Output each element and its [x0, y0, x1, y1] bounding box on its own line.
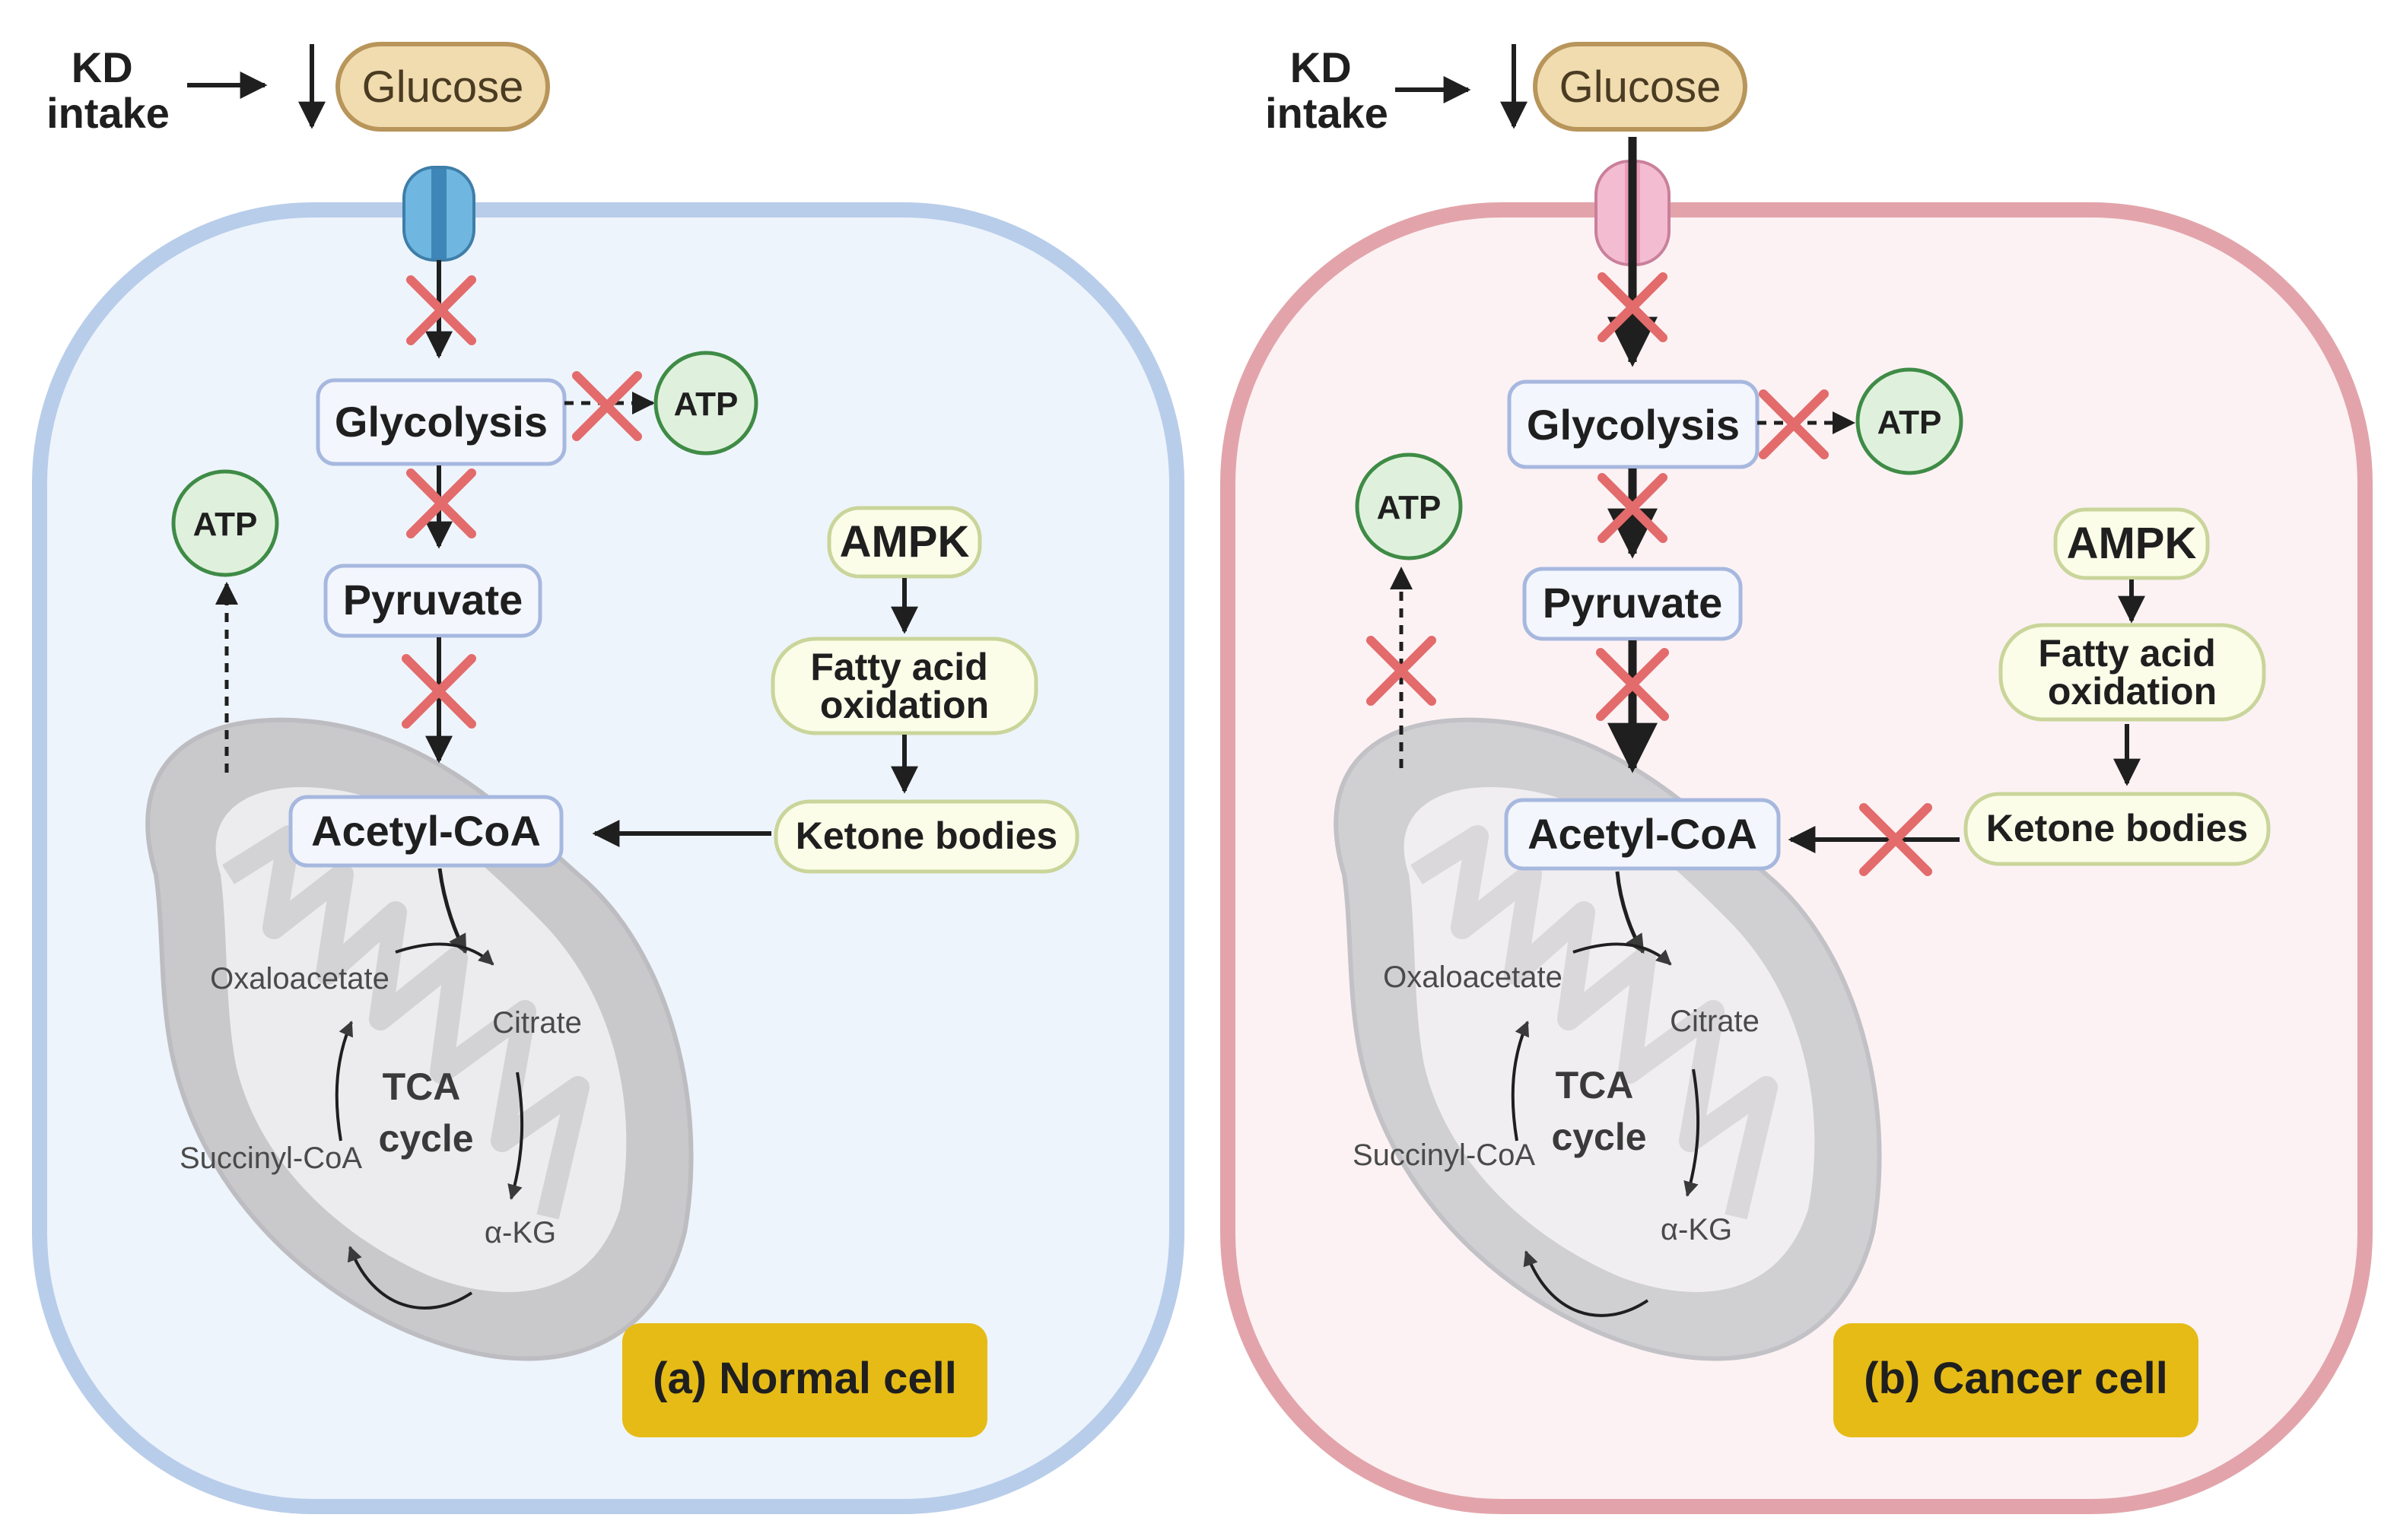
- kd-intake-label: KD intake: [1265, 43, 1388, 137]
- ampk-node: AMPK: [2053, 507, 2210, 580]
- panel-label-normal: (a) Normal cell: [622, 1323, 987, 1437]
- ketone-bodies-node: Ketone bodies: [1963, 792, 2271, 866]
- cross-mito-atp: [1366, 636, 1436, 706]
- cross-glycolysis-atp: [1759, 389, 1829, 459]
- tca-succinyl-coa: Succinyl-CoA: [1353, 1138, 1535, 1172]
- svg-text:Ketone bodies: Ketone bodies: [1986, 807, 2248, 849]
- svg-text:AMPK: AMPK: [2067, 519, 2197, 568]
- tca-title: TCA cycle: [378, 1065, 473, 1160]
- atp-glycolysis: ATP: [1855, 367, 1963, 475]
- cross-pyruvate-acetylcoa: [402, 654, 476, 729]
- svg-text:ATP: ATP: [674, 386, 739, 423]
- glucose-node: Glucose: [1533, 42, 1747, 132]
- ketone-bodies-node: Ketone bodies: [774, 799, 1079, 874]
- acetyl-coa-node: Acetyl-CoA: [288, 795, 564, 868]
- tca-oxaloacetate: Oxaloacetate: [1383, 961, 1563, 994]
- svg-text:ATP: ATP: [1877, 404, 1942, 441]
- tca-alpha-kg: α-KG: [485, 1216, 556, 1249]
- svg-text:Pyruvate: Pyruvate: [1543, 579, 1723, 627]
- svg-text:Acetyl-CoA: Acetyl-CoA: [1528, 810, 1757, 858]
- tca-alpha-kg: α-KG: [1661, 1213, 1732, 1246]
- cross-ketone-acetylcoa: [1859, 803, 1932, 876]
- atp-glycolysis: ATP: [653, 351, 758, 456]
- cross-glycolysis-pyruvate: [406, 468, 476, 538]
- mitochondrion: [1334, 717, 1882, 1361]
- cross-pyruvate-acetylcoa: [1596, 648, 1669, 721]
- panel-normal-cell: KD intake Glucose Glycolysis ATP: [32, 42, 1184, 1514]
- panel-cancer-cell: KD intake Glucose Glycolysis ATP: [1220, 42, 2373, 1514]
- tca-citrate: Citrate: [492, 1006, 582, 1040]
- svg-text:Glycolysis: Glycolysis: [335, 398, 548, 446]
- pyruvate-node: Pyruvate: [323, 564, 542, 638]
- glucose-node: Glucose: [335, 42, 550, 132]
- svg-text:ATP: ATP: [1377, 489, 1442, 526]
- tca-cycle: Oxaloacetate Citrate α-KG Succinyl-CoA T…: [1353, 871, 1760, 1317]
- glycolysis-node: Glycolysis: [1507, 379, 1760, 469]
- fatty-acid-oxidation-node: Fatty acid oxidation: [1998, 623, 2266, 722]
- tca-cycle: Oxaloacetate Citrate α-KG Succinyl-CoA T…: [180, 868, 582, 1310]
- tca-succinyl-coa: Succinyl-CoA: [180, 1142, 362, 1175]
- svg-text:Glycolysis: Glycolysis: [1527, 401, 1740, 449]
- tca-oxaloacetate: Oxaloacetate: [210, 962, 389, 995]
- svg-text:Acetyl-CoA: Acetyl-CoA: [311, 807, 541, 855]
- svg-text:Fatty acid oxidation: Fatty acid oxidation: [810, 646, 998, 726]
- svg-text:AMPK: AMPK: [840, 517, 970, 567]
- kd-intake-label: KD intake: [46, 43, 170, 137]
- svg-text:Ketone bodies: Ketone bodies: [796, 814, 1057, 857]
- svg-text:(b) Cancer cell: (b) Cancer cell: [1864, 1354, 2168, 1403]
- tca-citrate: Citrate: [1670, 1005, 1760, 1038]
- cross-glucose-uptake: [406, 275, 476, 345]
- svg-text:ATP: ATP: [193, 506, 258, 543]
- svg-text:Fatty acid oxidation: Fatty acid oxidation: [2038, 632, 2226, 713]
- cross-glycolysis-pyruvate: [1597, 473, 1667, 543]
- svg-text:Glucose: Glucose: [1559, 62, 1721, 112]
- svg-text:Pyruvate: Pyruvate: [343, 576, 523, 624]
- glucose-transporter-channel: [402, 166, 475, 262]
- cross-glucose-uptake: [1597, 272, 1667, 342]
- ampk-node: AMPK: [827, 506, 982, 579]
- atp-mitochondria: ATP: [171, 469, 279, 577]
- tca-title: TCA cycle: [1551, 1064, 1646, 1158]
- svg-text:(a) Normal cell: (a) Normal cell: [653, 1354, 957, 1403]
- panel-label-cancer: (b) Cancer cell: [1833, 1323, 2198, 1437]
- mitochondrion: [145, 717, 694, 1361]
- svg-text:Glucose: Glucose: [362, 62, 524, 112]
- glycolysis-node: Glycolysis: [316, 378, 567, 466]
- fatty-acid-oxidation-node: Fatty acid oxidation: [771, 637, 1038, 735]
- cross-glycolysis-atp: [572, 371, 642, 441]
- atp-mitochondria: ATP: [1355, 452, 1463, 560]
- acetyl-coa-node: Acetyl-CoA: [1504, 798, 1781, 871]
- pyruvate-node: Pyruvate: [1522, 567, 1743, 641]
